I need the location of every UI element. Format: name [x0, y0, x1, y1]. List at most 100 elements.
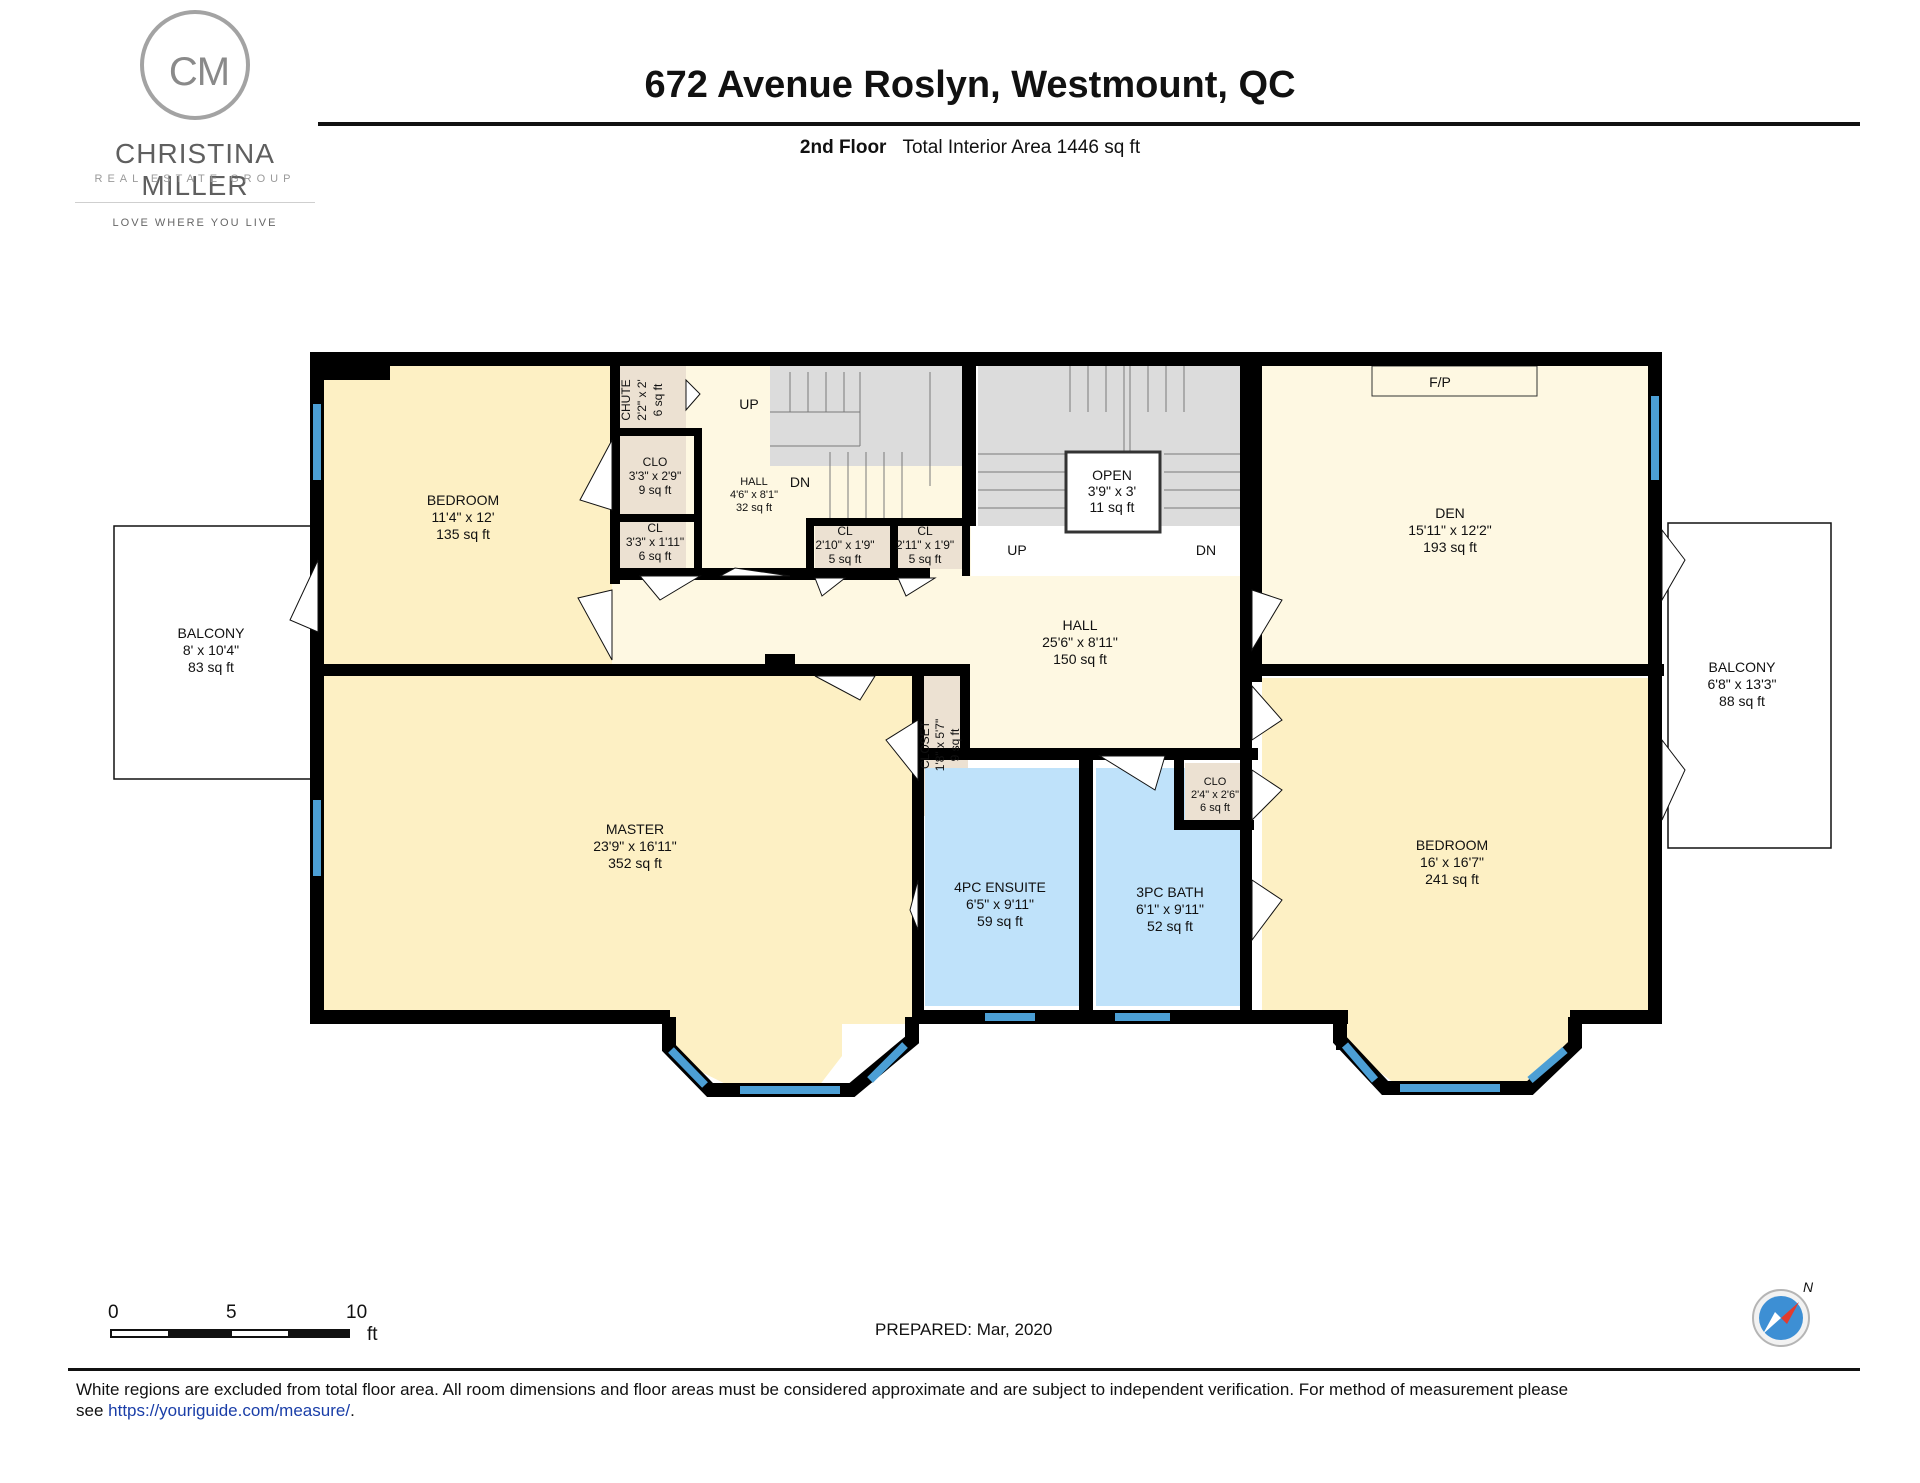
svg-text:1'8" x 5'7": 1'8" x 5'7" [933, 719, 947, 771]
scale-segment [170, 1329, 230, 1338]
disclaimer-see: see [76, 1401, 104, 1420]
cl-3-fill [898, 525, 963, 569]
scale-segment [110, 1329, 170, 1338]
scale-tick-5: 5 [226, 1302, 237, 1323]
svg-text:3'3" x 2'9": 3'3" x 2'9" [629, 469, 681, 483]
stair-down-label-2: DN [1196, 542, 1216, 558]
stair-up-label-2: UP [1007, 542, 1026, 558]
svg-text:BEDROOM: BEDROOM [427, 492, 499, 508]
svg-text:6'5" x 9'11": 6'5" x 9'11" [966, 896, 1034, 912]
svg-text:150 sq ft: 150 sq ft [1053, 651, 1107, 667]
logo-ring: CM [140, 10, 250, 120]
room-bedroom-west: BEDROOM 11'4" x 12' 135 sq ft [427, 492, 499, 542]
scale-segment [290, 1329, 350, 1338]
svg-text:11'4" x 12': 11'4" x 12' [432, 509, 495, 525]
measurement-link[interactable]: https://youriguide.com/measure/ [108, 1401, 351, 1420]
room-closet: CLOSET 1'8" x 5'7" 9 sq ft [918, 719, 962, 771]
room-hall-main: HALL 25'6" x 8'11" 150 sq ft [1042, 617, 1118, 667]
total-area: Total Interior Area 1446 sq ft [902, 137, 1141, 158]
svg-text:OPEN: OPEN [1092, 467, 1132, 483]
disclaimer-period: . [350, 1401, 355, 1420]
page-title: 672 Avenue Roslyn, Westmount, QC [644, 64, 1296, 106]
room-open: OPEN 3'9" x 3' 11 sq ft [1088, 467, 1136, 515]
svg-text:6'1" x 9'11": 6'1" x 9'11" [1136, 901, 1204, 917]
svg-text:CL: CL [917, 524, 933, 538]
clo-2-fill [1185, 763, 1247, 825]
room-fireplace: F/P [1429, 374, 1451, 390]
svg-text:BEDROOM: BEDROOM [1416, 837, 1488, 853]
room-bedroom-east: BEDROOM 16' x 16'7" 241 sq ft [1416, 837, 1488, 887]
compass-north-label: N [1803, 1279, 1814, 1295]
header-rule [318, 122, 1860, 126]
logo-subtitle: REAL ESTATE GROUP [94, 173, 296, 185]
svg-text:DEN: DEN [1435, 505, 1465, 521]
company-logo: CM CHRISTINA MILLER REAL ESTATE GROUP LO… [60, 10, 330, 235]
svg-text:4PC ENSUITE: 4PC ENSUITE [954, 879, 1046, 895]
bedroom-east-fill [1262, 678, 1662, 1088]
svg-text:2'2" x 2': 2'2" x 2' [635, 379, 649, 421]
svg-text:CL: CL [647, 521, 663, 535]
disclaimer: White regions are excluded from total fl… [76, 1379, 1676, 1421]
svg-text:CLOSET: CLOSET [918, 720, 932, 769]
room-cl-1: CL 3'3" x 1'11" 6 sq ft [626, 521, 684, 563]
svg-text:CLO: CLO [643, 455, 668, 469]
room-chute: CHUTE 2'2" x 2' 6 sq ft [619, 379, 665, 421]
scale-tick-10: 10 [346, 1302, 368, 1323]
svg-text:3'9" x 3': 3'9" x 3' [1088, 483, 1136, 499]
stair-down-label-1: DN [790, 474, 810, 490]
room-cl-3: CL 2'11" x 1'9" 5 sq ft [896, 524, 954, 566]
svg-text:HALL: HALL [740, 476, 768, 488]
logo-company-name: CHRISTINA MILLER [115, 138, 275, 201]
floor-name: 2nd Floor [799, 137, 887, 158]
svg-text:193 sq ft: 193 sq ft [1423, 539, 1477, 555]
svg-text:2'11" x 1'9": 2'11" x 1'9" [896, 538, 954, 552]
room-balcony-west: BALCONY 8' x 10'4" 83 sq ft [178, 625, 246, 675]
svg-text:52 sq ft: 52 sq ft [1147, 918, 1193, 934]
open-fill [1064, 450, 1162, 534]
svg-text:BALCONY: BALCONY [1709, 659, 1777, 675]
balcony-west-area [113, 525, 313, 780]
door-swings [289, 378, 1686, 942]
room-bath: 3PC BATH 6'1" x 9'11" 52 sq ft [1136, 884, 1204, 934]
svg-text:6'8" x 13'3": 6'8" x 13'3" [1708, 676, 1777, 692]
svg-text:5 sq ft: 5 sq ft [909, 552, 942, 566]
svg-text:135 sq ft: 135 sq ft [436, 526, 490, 542]
room-ensuite: 4PC ENSUITE 6'5" x 9'11" 59 sq ft [954, 879, 1046, 929]
room-labels: BEDROOM 11'4" x 12' 135 sq ft BALCONY 8'… [178, 374, 1777, 934]
svg-text:59 sq ft: 59 sq ft [977, 913, 1023, 929]
logo-divider [75, 202, 315, 203]
stair-treads [770, 366, 1248, 520]
svg-text:CHUTE: CHUTE [619, 379, 633, 420]
bedroom-west-fill [318, 366, 612, 676]
disclaimer-text: White regions are excluded from total fl… [76, 1380, 1569, 1399]
logo-monogram: CM [168, 50, 230, 94]
logo-tagline: LOVE WHERE YOU LIVE [112, 217, 278, 229]
scale-segment [230, 1329, 290, 1338]
svg-text:83 sq ft: 83 sq ft [188, 659, 234, 675]
room-balcony-east: BALCONY 6'8" x 13'3" 88 sq ft [1708, 659, 1777, 709]
svg-text:8' x 10'4": 8' x 10'4" [183, 642, 239, 658]
hall-main-fill-upper [612, 576, 1252, 676]
stair-up-label-1: UP [739, 396, 758, 412]
svg-text:CLO: CLO [1204, 776, 1227, 788]
master-fill [318, 676, 918, 1095]
stairs-1-fill [770, 366, 970, 466]
scale-bar: 0 5 10 ft [108, 1302, 398, 1352]
svg-text:241 sq ft: 241 sq ft [1425, 871, 1479, 887]
room-clo-2: CLO 2'4" x 2'6" 6 sq ft [1191, 776, 1239, 814]
svg-text:352 sq ft: 352 sq ft [608, 855, 662, 871]
svg-text:BALCONY: BALCONY [178, 625, 246, 641]
svg-text:88 sq ft: 88 sq ft [1719, 693, 1765, 709]
room-cl-2: CL 2'10" x 1'9" 5 sq ft [815, 524, 874, 566]
svg-text:11 sq ft: 11 sq ft [1090, 499, 1135, 515]
compass-icon: N [1752, 1279, 1814, 1347]
cl-2-fill [815, 525, 890, 569]
fireplace-outline [1371, 365, 1538, 397]
svg-text:2'10" x 1'9": 2'10" x 1'9" [815, 538, 874, 552]
den-fill [1262, 366, 1662, 670]
hall-main-fill-lower [970, 676, 1252, 756]
svg-text:6 sq ft: 6 sq ft [651, 383, 665, 416]
chute-fill [612, 366, 686, 428]
svg-text:2'4" x 2'6": 2'4" x 2'6" [1191, 789, 1239, 801]
